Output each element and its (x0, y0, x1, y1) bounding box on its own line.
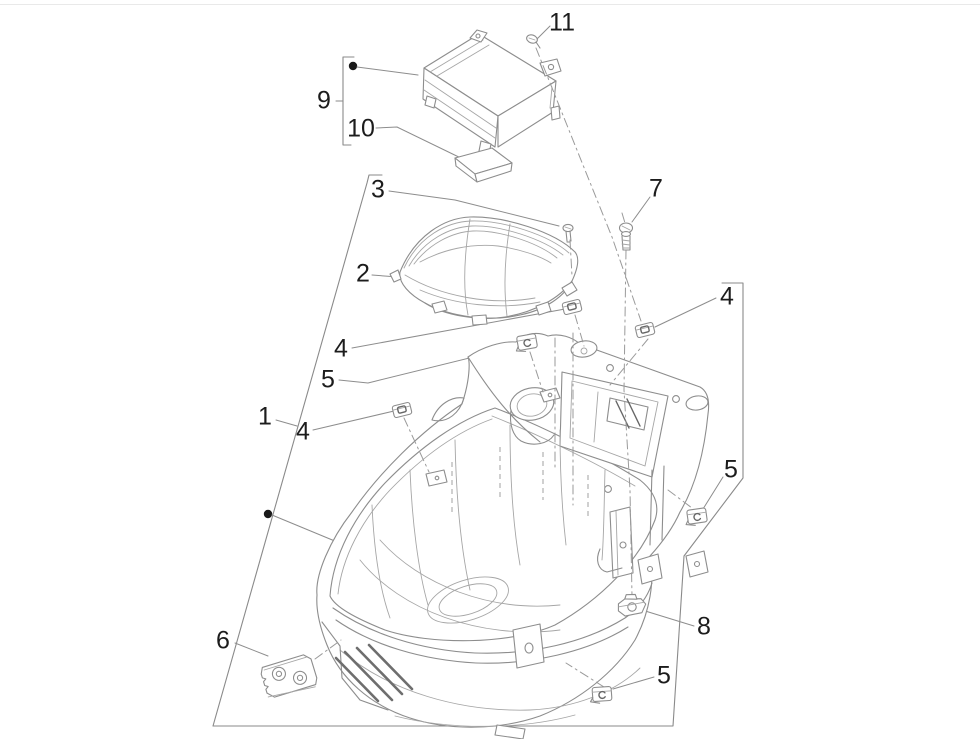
reference-dot-9 (348, 61, 419, 76)
callout-label-c3: 3 (371, 175, 385, 204)
callout-label-c5-right: 5 (724, 455, 738, 484)
callout-label-c9: 9 (317, 86, 331, 115)
rubber-pad-drawing (454, 147, 513, 183)
callout-label-c8: 8 (697, 612, 711, 641)
mounting-plate-6 (260, 654, 318, 698)
clip-5-right (685, 507, 708, 526)
screw-7-drawing (618, 222, 634, 251)
screw-3-drawing (562, 223, 574, 243)
callout-label-c4-left: 4 (296, 417, 310, 446)
callout-label-c2: 2 (356, 259, 370, 288)
clip-5-bottom (589, 685, 613, 704)
callout-label-c10: 10 (347, 114, 375, 143)
callout-label-c6: 6 (216, 626, 230, 655)
clip-nut-8 (617, 593, 647, 617)
callout-label-c5-mid: 5 (321, 365, 335, 394)
callout-label-c11: 11 (549, 8, 575, 37)
callout-label-c4-right: 4 (720, 282, 734, 311)
helmet-bucket-drawing (316, 333, 710, 739)
dome-cover-drawing (389, 216, 579, 326)
screw-11-drawing (526, 34, 541, 49)
callout-label-c5-bottom: 5 (657, 661, 671, 690)
clip-5-mid (515, 333, 538, 352)
callout-label-c1: 1 (258, 402, 272, 431)
clip-4-left (391, 401, 413, 419)
group-1-bracket-frame (212, 174, 744, 727)
clip-4-right (634, 321, 656, 339)
reference-dot-1 (263, 509, 343, 545)
callout-label-c4-top: 4 (334, 334, 348, 363)
clip-4-top (561, 298, 583, 316)
group-9-bracket (335, 56, 355, 146)
callout-label-c7: 7 (649, 174, 663, 203)
top-hairline (0, 4, 980, 5)
toolbox-lid-drawing (422, 29, 562, 155)
assembly-axis-lines (314, 47, 693, 688)
